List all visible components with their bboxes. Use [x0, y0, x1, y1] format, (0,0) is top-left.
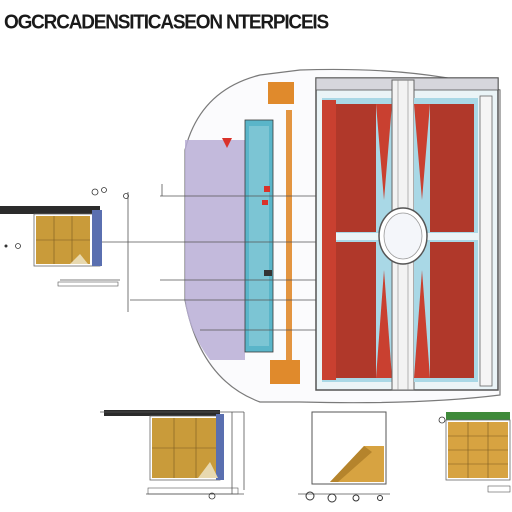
orange-foot — [270, 360, 300, 384]
red-marker-mid2 — [262, 200, 268, 205]
right-triangle-lower — [414, 270, 430, 378]
bottom-module-1-bar — [104, 410, 220, 416]
left-triangle-lower — [376, 270, 392, 378]
right-triangle-upper — [414, 104, 430, 200]
orange-strip — [286, 110, 292, 370]
bottom-module-3-top — [446, 412, 510, 420]
left-triangle-upper — [376, 104, 392, 200]
orange-cap — [268, 82, 294, 104]
teal-column-inner — [249, 126, 269, 346]
right-panel-upper-red — [430, 104, 474, 232]
diagram-title: OGCRCADENSITICASEON NTERPICEIS — [4, 11, 329, 34]
left-module-bar — [0, 206, 100, 214]
left-module-side — [92, 210, 102, 266]
wheel — [352, 494, 360, 502]
callout-dot — [91, 188, 99, 196]
left-panel-lower-red — [336, 242, 376, 378]
red-marker-top — [222, 138, 232, 148]
callout-dot — [123, 193, 129, 199]
left-panel-upper-red — [336, 104, 376, 232]
wheel — [327, 493, 337, 503]
right-panel-lower-red — [430, 242, 474, 378]
callout-dot — [101, 187, 107, 193]
red-marker-mid — [264, 186, 270, 192]
left-wedge — [322, 100, 336, 380]
wheel — [377, 495, 383, 501]
wheel — [305, 491, 315, 501]
dark-marker — [264, 270, 272, 276]
right-rail — [479, 95, 493, 387]
lavender-panel — [185, 140, 245, 360]
callout-dot — [15, 243, 21, 249]
callout-dot — [4, 244, 8, 248]
